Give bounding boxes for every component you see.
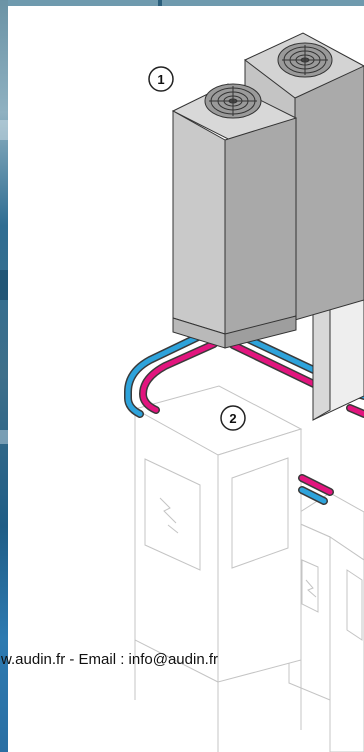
outdoor-unit-1 — [173, 84, 296, 348]
callout-2: 2 — [221, 406, 245, 430]
fan-grille-icon — [205, 84, 261, 118]
fan-grille-icon — [278, 43, 332, 77]
footer-contact-text: w.audin.fr - Email : info@audin.fr — [1, 651, 361, 669]
callout-1: 1 — [149, 67, 173, 91]
indoor-unit-sketch-1 — [135, 386, 301, 752]
callout-1-label: 1 — [157, 72, 164, 87]
callout-2-label: 2 — [229, 411, 236, 426]
